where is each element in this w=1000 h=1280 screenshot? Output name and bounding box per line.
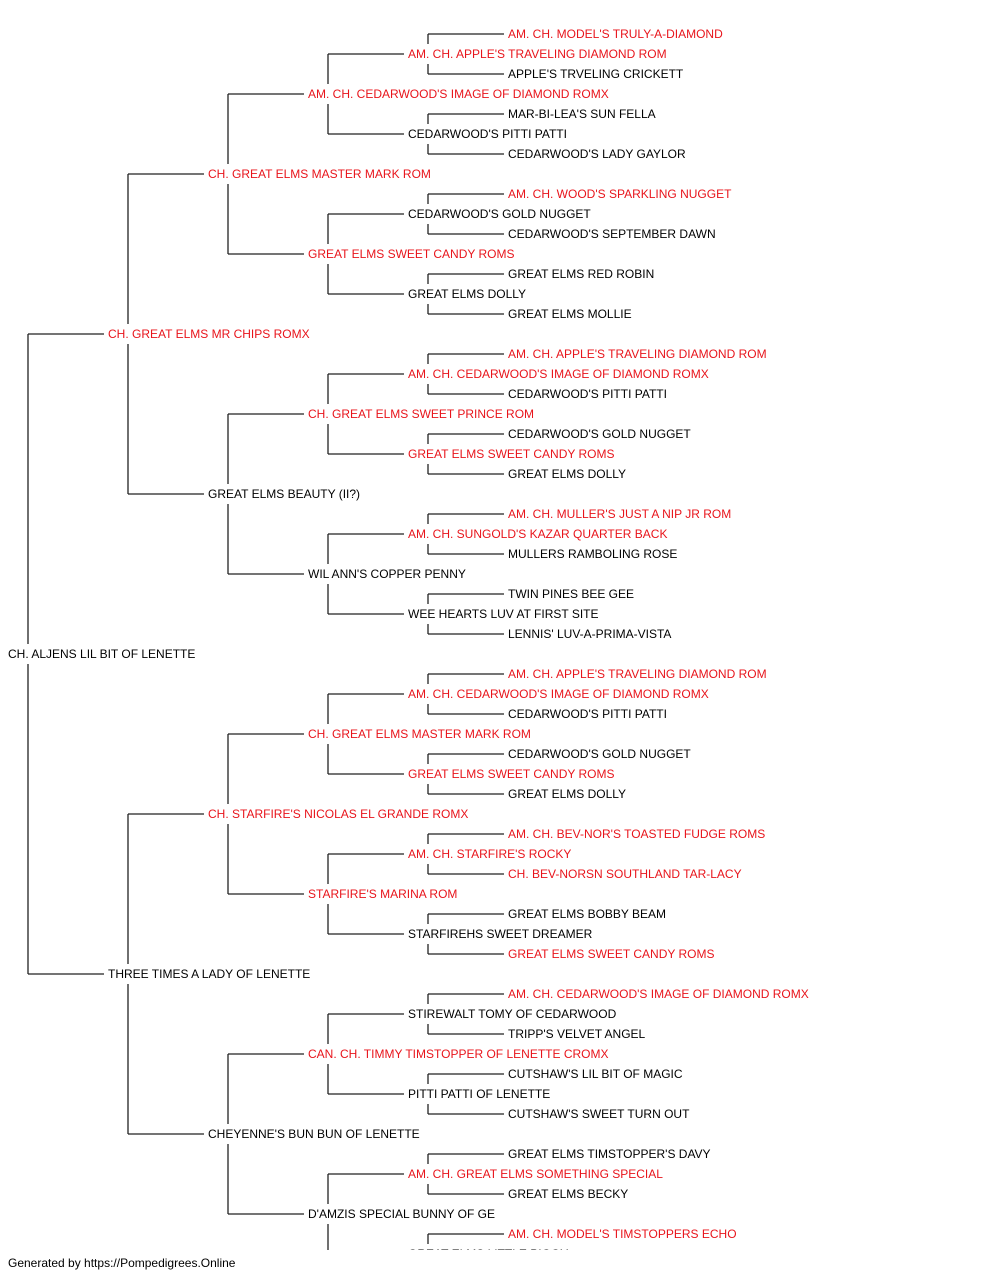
ancestor-name: STARFIREHS SWEET DREAMER [408, 927, 593, 941]
ancestor-name: GREAT ELMS DOLLY [508, 787, 626, 801]
ancestor-name: AM. CH. CEDARWOOD'S IMAGE OF DIAMOND ROM… [408, 687, 709, 701]
ancestor-name: AM. CH. BEV-NOR'S TOASTED FUDGE ROMS [508, 827, 765, 841]
ancestor-name: CH. BEV-NORSN SOUTHLAND TAR-LACY [508, 867, 742, 881]
ancestor-name: CEDARWOOD'S LADY GAYLOR [508, 147, 686, 161]
ancestor-name: AM. CH. MODEL'S TRULY-A-DIAMOND [508, 27, 723, 41]
ancestor-name: TRIPP'S VELVET ANGEL [508, 1027, 646, 1041]
ancestor-name: AM. CH. APPLE'S TRAVELING DIAMOND ROM [408, 47, 667, 61]
ancestor-name: MULLERS RAMBOLING ROSE [508, 547, 677, 561]
ancestor-name: GREAT ELMS BOBBY BEAM [508, 907, 666, 921]
ancestor-name: AM. CH. MULLER'S JUST A NIP JR ROM [508, 507, 731, 521]
pedigree-chart: CH. ALJENS LIL BIT OF LENETTE CH. GREAT E… [8, 27, 809, 1250]
ancestor-name: APPLE'S TRVELING CRICKETT [508, 67, 684, 81]
ancestor-name: AM. CH. STARFIRE'S ROCKY [408, 847, 571, 861]
ancestor-name: GREAT ELMS BEAUTY (II?) [208, 487, 360, 501]
ancestor-name: CUTSHAW'S SWEET TURN OUT [508, 1107, 690, 1121]
ancestor-name: AM. CH. WOOD'S SPARKLING NUGGET [508, 187, 732, 201]
ancestor-name: STIREWALT TOMY OF CEDARWOOD [408, 1007, 617, 1021]
ancestor-name: CH. GREAT ELMS SWEET PRINCE ROM [308, 407, 534, 421]
ancestor-name: MAR-BI-LEA'S SUN FELLA [508, 107, 656, 121]
ancestor-name: CEDARWOOD'S GOLD NUGGET [508, 427, 691, 441]
ancestor-name: CEDARWOOD'S PITTI PATTI [408, 127, 567, 141]
ancestor-name: STARFIRE'S MARINA ROM [308, 887, 457, 901]
ancestor-name: GREAT ELMS SWEET CANDY ROMS [408, 767, 614, 781]
ancestor-name: GREAT ELMS SWEET CANDY ROMS [308, 247, 514, 261]
ancestor-name: CEDARWOOD'S SEPTEMBER DAWN [508, 227, 716, 241]
ancestor-name: GREAT ELMS LITTLE PIGGY [408, 1247, 568, 1250]
footer-credit: Generated by https://Pompedigrees.Online [8, 1256, 236, 1270]
ancestor-name: GREAT ELMS DOLLY [408, 287, 526, 301]
ancestor-name: AM. CH. GREAT ELMS SOMETHING SPECIAL [408, 1167, 663, 1181]
ancestor-name: GREAT ELMS DOLLY [508, 467, 626, 481]
ancestor-name: AM. CH. CEDARWOOD'S IMAGE OF DIAMOND ROM… [508, 987, 809, 1001]
ancestor-name: PITTI PATTI OF LENETTE [408, 1087, 550, 1101]
ancestor-name: CH. STARFIRE'S NICOLAS EL GRANDE ROMX [208, 807, 468, 821]
ancestor-name: CAN. CH. TIMMY TIMSTOPPER OF LENETTE CRO… [308, 1047, 608, 1061]
ancestor-name: LENNIS' LUV-A-PRIMA-VISTA [508, 627, 671, 641]
ancestor-name: CHEYENNE'S BUN BUN OF LENETTE [208, 1127, 420, 1141]
subject-dog-name: CH. ALJENS LIL BIT OF LENETTE [8, 647, 195, 661]
ancestor-name: CH. GREAT ELMS MR CHIPS ROMX [108, 327, 310, 341]
ancestor-name: AM. CH. MODEL'S TIMSTOPPERS ECHO [508, 1227, 737, 1241]
ancestor-name: GREAT ELMS RED ROBIN [508, 267, 654, 281]
ancestor-name: THREE TIMES A LADY OF LENETTE [108, 967, 310, 981]
ancestor-name: AM. CH. SUNGOLD'S KAZAR QUARTER BACK [408, 527, 667, 541]
ancestor-name: CEDARWOOD'S GOLD NUGGET [408, 207, 591, 221]
ancestor-name: AM. CH. APPLE'S TRAVELING DIAMOND ROM [508, 347, 767, 361]
ancestor-name: GREAT ELMS MOLLIE [508, 307, 632, 321]
ancestor-name: AM. CH. CEDARWOOD'S IMAGE OF DIAMOND ROM… [408, 367, 709, 381]
ancestor-name: CUTSHAW'S LIL BIT OF MAGIC [508, 1067, 683, 1081]
ancestor-name: GREAT ELMS TIMSTOPPER'S DAVY [508, 1147, 711, 1161]
ancestor-name: GREAT ELMS SWEET CANDY ROMS [408, 447, 614, 461]
ancestor-name: WEE HEARTS LUV AT FIRST SITE [408, 607, 599, 621]
ancestor-name: CEDARWOOD'S PITTI PATTI [508, 707, 667, 721]
ancestor-name: GREAT ELMS BECKY [508, 1187, 628, 1201]
ancestor-name: AM. CH. APPLE'S TRAVELING DIAMOND ROM [508, 667, 767, 681]
ancestor-name: CEDARWOOD'S PITTI PATTI [508, 387, 667, 401]
ancestor-name: AM. CH. CEDARWOOD'S IMAGE OF DIAMOND ROM… [308, 87, 609, 101]
ancestor-name: CH. GREAT ELMS MASTER MARK ROM [208, 167, 431, 181]
ancestor-name: CH. GREAT ELMS MASTER MARK ROM [308, 727, 531, 741]
ancestor-name: CEDARWOOD'S GOLD NUGGET [508, 747, 691, 761]
ancestor-name: D'AMZIS SPECIAL BUNNY OF GE [308, 1207, 495, 1221]
ancestor-name: TWIN PINES BEE GEE [508, 587, 634, 601]
ancestor-name: GREAT ELMS SWEET CANDY ROMS [508, 947, 714, 961]
ancestor-name: WIL ANN'S COPPER PENNY [308, 567, 466, 581]
